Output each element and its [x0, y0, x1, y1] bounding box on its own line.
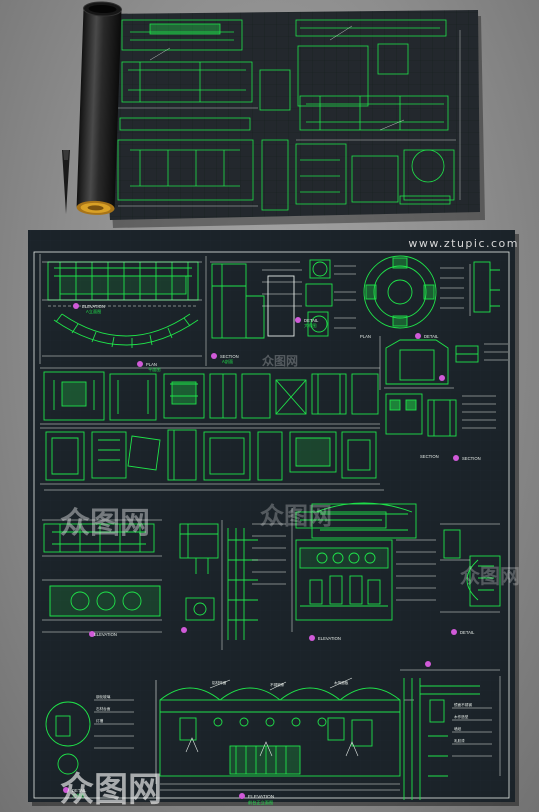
label-plan-cn: 平面图: [148, 367, 161, 373]
label-plan: PLAN: [146, 362, 157, 367]
watermark-brand-right: 众图网: [460, 564, 520, 588]
note-1: 不锈钢条: [270, 682, 285, 687]
label-section-mid: SECTION: [420, 454, 439, 459]
label-elevation-bottom: ELEVATION: [248, 794, 275, 800]
label-detail-1-cn: 大样图: [304, 322, 317, 329]
watermark-brand-small: 众图网: [262, 354, 299, 368]
label-detail-1: DETAIL: [304, 318, 319, 323]
note-4: 石材台面: [96, 706, 111, 711]
watermark-brand-mid: 众图网: [60, 506, 150, 541]
note-5: 灯槽: [96, 718, 104, 723]
note-8: 墙纸: [454, 726, 462, 731]
label-detail-mid: DETAIL: [460, 630, 475, 635]
label-elevation-bottom-cn: 前台正立面图: [248, 799, 273, 806]
note-9: 乳胶漆: [454, 738, 465, 743]
label-elevation-mid-left: ELEVATION: [94, 632, 117, 637]
label-elevation-top-cn: A立面图: [86, 308, 101, 315]
note-2: 木饰面板: [334, 680, 349, 685]
label-elevation-top: ELEVATION: [82, 304, 105, 309]
label-detail-right: DETAIL: [424, 334, 439, 339]
label-detail-bottom: DETAIL: [72, 788, 87, 793]
note-3: 钢化玻璃: [96, 694, 111, 699]
label-plan-round: PLAN: [360, 334, 371, 339]
label-section-right: SECTION: [462, 456, 481, 461]
site-url-watermark: www.ztupic.com: [408, 237, 519, 250]
note-7: 木作造型: [454, 714, 469, 719]
label-detail-bottom-cn: 大样图: [72, 792, 85, 799]
label-section-1-cn: A剖面: [222, 358, 233, 365]
note-0: 铝材饰面: [212, 680, 227, 685]
label-section-1: SECTION: [220, 354, 239, 359]
watermark-brand-mid-right: 众图网: [260, 502, 332, 530]
note-6: 镜面不锈钢: [454, 702, 472, 707]
label-elevation-mid: ELEVATION: [318, 636, 341, 641]
watermark-brand-bottom: 众图网: [60, 770, 162, 810]
